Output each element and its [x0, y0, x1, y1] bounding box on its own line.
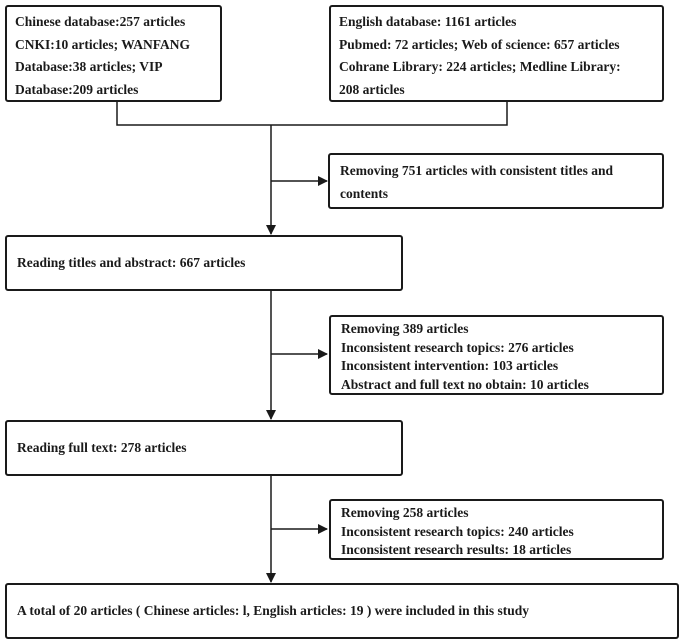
box-line: Inconsistent research topics: 240 articl…: [341, 523, 574, 539]
box-line: Removing 258 articles: [341, 505, 469, 520]
box-line: Removing 389 articles: [341, 321, 469, 336]
box-line: Removing 751 articles with consistent ti…: [340, 163, 613, 178]
box-line: 208 articles: [339, 81, 405, 97]
box-line: A total of 20 articles ( Chinese article…: [17, 602, 529, 618]
box-line: CNKI:10 articles; WANFANG: [15, 36, 190, 52]
box-line: Pubmed: 72 articles; Web of science: 657…: [339, 36, 620, 52]
english-database-box: English database: 1161 articles Pubmed: …: [329, 5, 664, 102]
final-included-box: A total of 20 articles ( Chinese article…: [5, 583, 679, 639]
box-line: Inconsistent research topics: 276 articl…: [341, 339, 574, 355]
box-line: contents: [340, 185, 388, 201]
box-line: Cohrane Library: 224 articles; Medline L…: [339, 59, 621, 74]
removing-389-box: Removing 389 articles Inconsistent resea…: [329, 315, 664, 395]
box-line: Abstract and full text no obtain: 10 art…: [341, 376, 589, 392]
box-line: Reading full text: 278 articles: [17, 439, 187, 455]
box-line: Database:38 articles; VIP: [15, 59, 163, 74]
reading-full-text-box: Reading full text: 278 articles: [5, 420, 403, 476]
box-line: Chinese database:257 articles: [15, 14, 186, 29]
removing-duplicates-box: Removing 751 articles with consistent ti…: [328, 153, 664, 209]
merge-bracket-line: [116, 102, 508, 126]
box-line: Inconsistent research results: 18 articl…: [341, 542, 572, 557]
chinese-database-box: Chinese database:257 articles CNKI:10 ar…: [5, 5, 222, 102]
reading-titles-box: Reading titles and abstract: 667 article…: [5, 235, 403, 291]
box-line: Database:209 articles: [15, 81, 139, 97]
box-line: Reading titles and abstract: 667 article…: [17, 254, 246, 270]
box-line: Inconsistent intervention: 103 articles: [341, 358, 559, 373]
box-line: English database: 1161 articles: [339, 14, 517, 29]
removing-258-box: Removing 258 articles Inconsistent resea…: [329, 499, 664, 560]
